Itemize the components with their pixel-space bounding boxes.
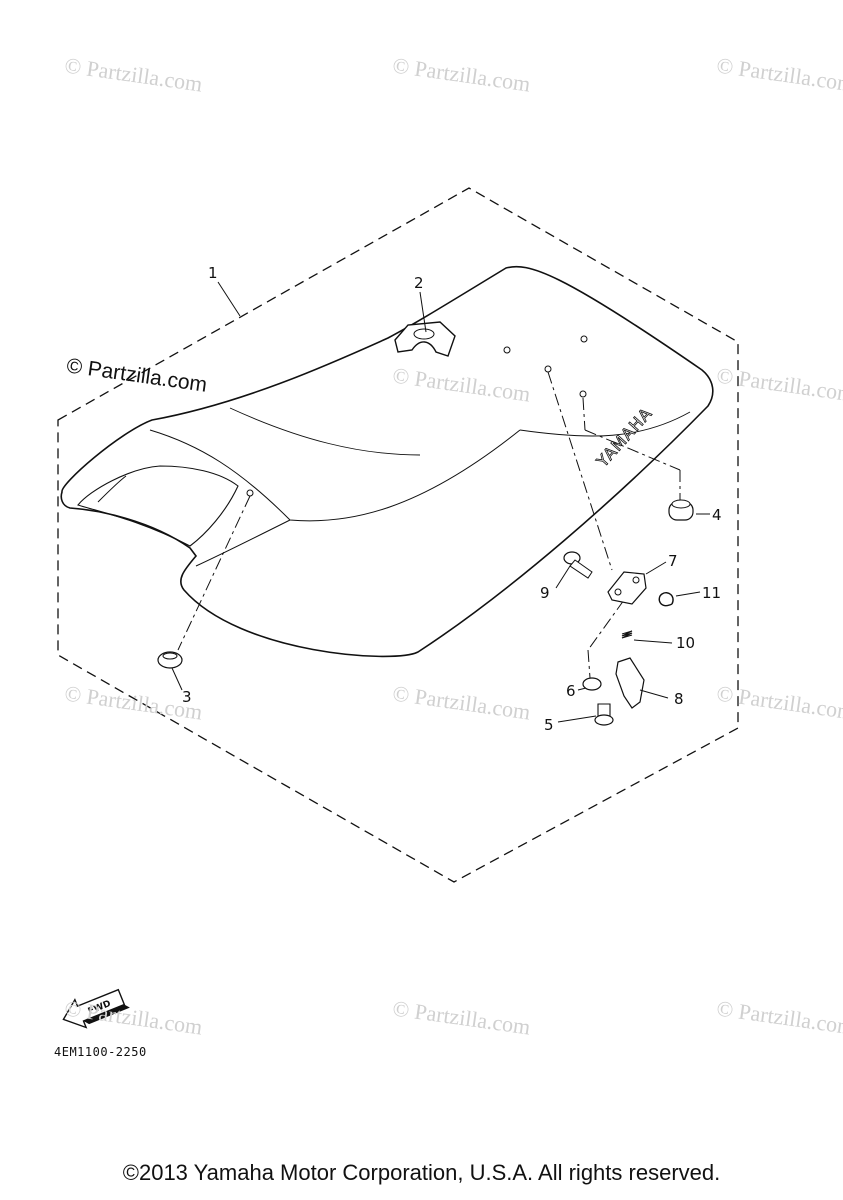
callout-9: 9 xyxy=(540,584,550,602)
washer-part xyxy=(582,677,602,691)
seat-body xyxy=(60,265,714,658)
clip-part xyxy=(658,592,674,607)
callout-4: 4 xyxy=(712,506,722,524)
screw-part xyxy=(594,703,614,726)
diagram-code: 4EM1100-2250 xyxy=(54,1045,147,1059)
callout-7: 7 xyxy=(668,552,678,570)
seat-contour-back xyxy=(195,519,291,567)
callout-11: 11 xyxy=(702,584,722,602)
seat-crease-right xyxy=(519,411,691,437)
seat-crease xyxy=(229,407,421,456)
seat-recess xyxy=(77,465,239,547)
copyright-text: ©2013 Yamaha Motor Corporation, U.S.A. A… xyxy=(122,1160,721,1185)
callout-2: 2 xyxy=(414,274,424,292)
callout-6: 6 xyxy=(566,682,576,700)
bolt-part xyxy=(563,551,593,579)
grommet-part xyxy=(157,651,183,669)
leader-lines xyxy=(177,371,681,679)
parts-diagram: YAMAHA xyxy=(57,187,739,1029)
assembly-boundary xyxy=(57,187,739,883)
fwd-arrow-icon: FWD xyxy=(62,988,130,1029)
callout-5: 5 xyxy=(544,716,554,734)
bracket-part xyxy=(607,571,647,605)
callout-8: 8 xyxy=(674,690,684,708)
spring-part xyxy=(621,630,633,639)
latch-part xyxy=(615,657,645,709)
seat-contour-front xyxy=(149,429,521,522)
seat-hook-hole xyxy=(413,328,435,340)
callout-1: 1 xyxy=(208,264,218,282)
callout-3: 3 xyxy=(182,688,192,706)
callout-leaders xyxy=(171,281,710,723)
callout-10: 10 xyxy=(676,634,696,652)
cushion-part xyxy=(668,499,694,521)
seat-recess-inner xyxy=(97,475,127,503)
